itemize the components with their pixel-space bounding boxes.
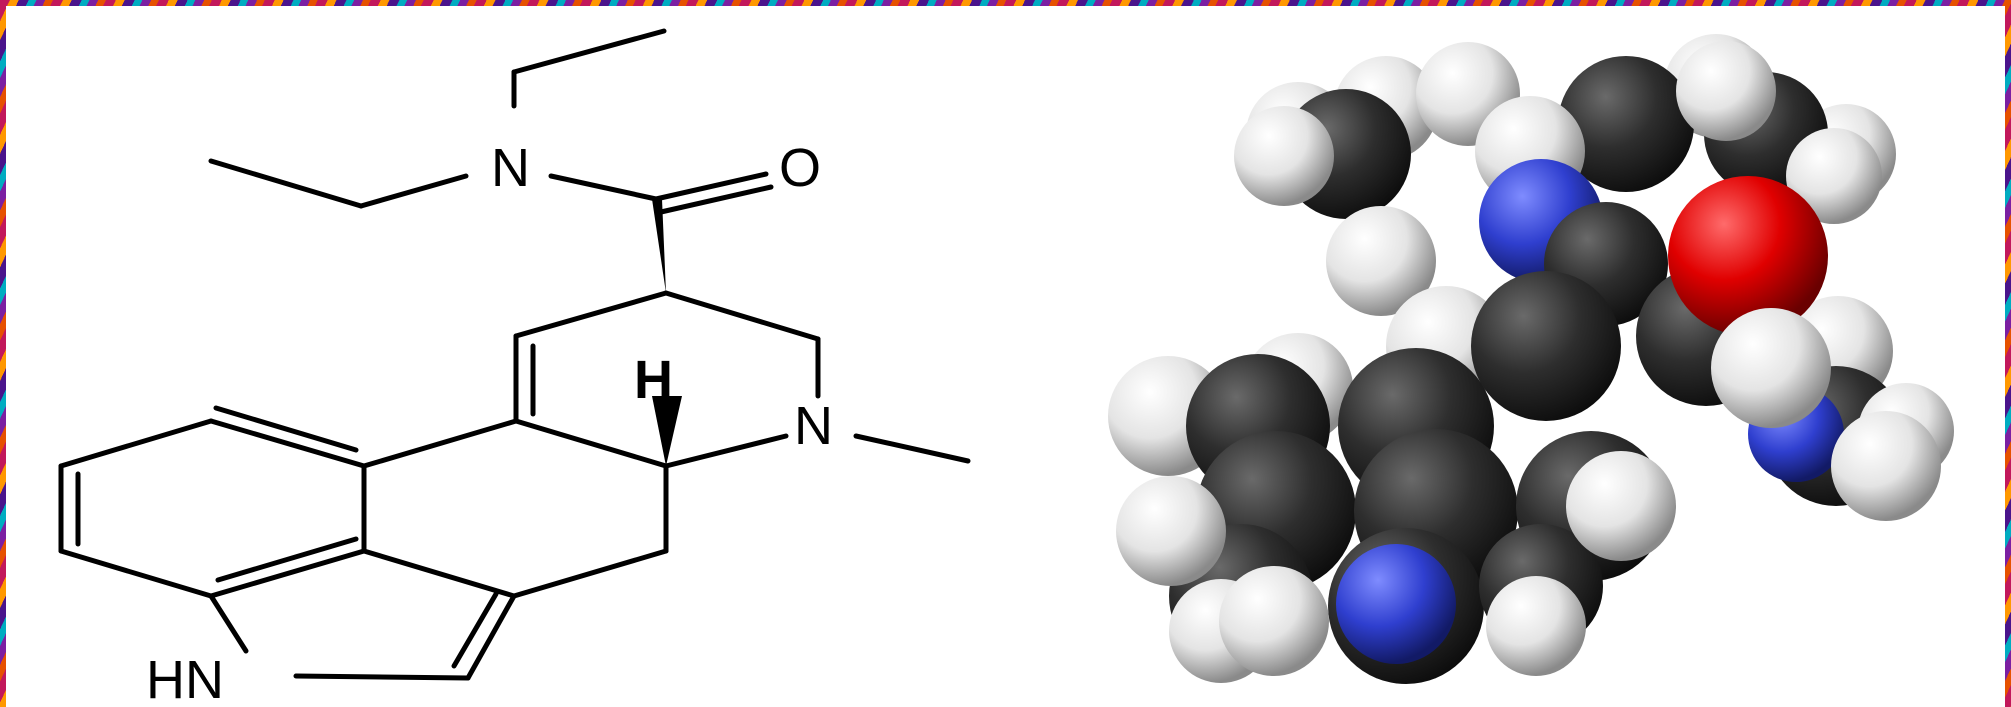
hydrogen-atom (1234, 106, 1334, 206)
double-bond (653, 171, 769, 202)
double-bond (213, 405, 359, 453)
bond (358, 173, 469, 209)
bond (58, 548, 214, 599)
bond (208, 418, 367, 469)
bond (208, 158, 364, 209)
hydrogen-atom (1786, 128, 1882, 224)
bond (58, 418, 214, 469)
bond (361, 548, 517, 599)
hydrogen-atom (1116, 476, 1226, 586)
bond (208, 548, 367, 599)
double-bond (451, 591, 499, 669)
bond (208, 593, 249, 654)
double-bond (215, 536, 359, 583)
ring-nitrogen-label: N (794, 396, 833, 456)
bond (663, 290, 821, 342)
space-filling-model (1108, 34, 1954, 684)
bond (511, 28, 667, 75)
bond (548, 173, 659, 202)
hydrogen-atom (1486, 576, 1586, 676)
wedge-bond (652, 199, 666, 293)
molecule-figure: N O H N HN (58, 28, 1954, 707)
skeletal-formula (58, 28, 971, 681)
bond (513, 290, 669, 339)
bond (853, 433, 971, 464)
hydrogen-atom (1711, 308, 1831, 428)
carbonyl-oxygen-label: O (779, 138, 821, 198)
carbon-atom (1471, 271, 1621, 421)
bond (293, 673, 471, 681)
hydrogen-atom (1676, 41, 1776, 141)
hydrogen-atom (1566, 451, 1676, 561)
wedge-bond (652, 396, 682, 466)
hydrogen-atom (1831, 411, 1941, 521)
indole-nh-label: HN (146, 650, 224, 707)
bond (511, 548, 669, 599)
hydrogen-atom (1326, 206, 1436, 316)
bond (513, 418, 669, 469)
nitrogen-atom (1336, 544, 1456, 664)
bond (663, 433, 789, 469)
double-bond (658, 184, 774, 215)
stereo-hydrogen-label: H (634, 350, 673, 410)
bond (361, 418, 519, 469)
amide-nitrogen-label: N (491, 138, 530, 198)
carbon-atom (1558, 56, 1694, 192)
bond (465, 593, 517, 681)
oxygen-atom (1668, 176, 1828, 336)
figure-panel: N O H N HN (6, 6, 2005, 707)
hydrogen-atom (1219, 566, 1329, 676)
